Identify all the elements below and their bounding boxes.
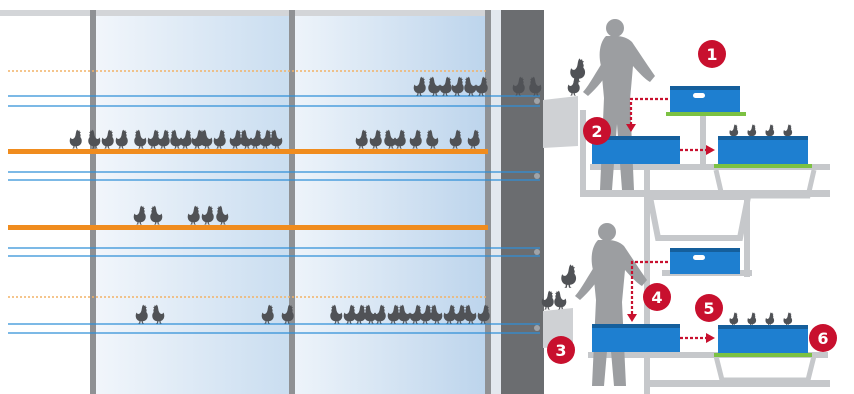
tray-2 [714, 164, 812, 168]
perch-orange-1 [8, 149, 488, 154]
bay-right [292, 10, 488, 394]
step-badge-4: 4 [643, 283, 671, 311]
step-number-2: 2 [591, 122, 602, 141]
upper-base-rail [580, 190, 830, 197]
step-badge-5: 5 [695, 294, 723, 322]
support-post-1 [90, 10, 96, 394]
lower-base-rail [648, 380, 830, 387]
ceiling-beam [0, 10, 500, 16]
support-post-3 [485, 10, 491, 394]
dashed-arrow-icons [629, 97, 706, 340]
lower-right-stand [713, 355, 817, 383]
hen-icon [783, 312, 793, 326]
arrow-down-lower [630, 260, 668, 314]
tray-3 [714, 353, 812, 357]
hen-icon [554, 290, 567, 310]
hen-icon [747, 312, 757, 326]
step-number-6: 6 [817, 329, 828, 348]
hen-icon [729, 124, 739, 138]
step-badge-2: 2 [583, 117, 611, 145]
hen-icon [729, 312, 739, 326]
tier-lines [8, 70, 540, 334]
arrow-down-upper [629, 97, 668, 124]
step-number-1: 1 [706, 45, 717, 64]
step-badge-6: 6 [809, 324, 837, 352]
bay-left [92, 10, 292, 394]
wall-gap [491, 10, 501, 394]
lower-table-rail [588, 352, 828, 358]
upper-table-rail [590, 164, 830, 170]
poultry-house [0, 10, 544, 394]
crate-lower-work [592, 324, 680, 352]
wall-roller-4 [534, 325, 540, 331]
wall-roller-1 [534, 98, 540, 104]
step-number-5: 5 [703, 299, 714, 318]
support-post-2 [289, 10, 295, 394]
arrow-heads [626, 124, 715, 343]
hen-icon [765, 312, 775, 326]
crate-lower-top [670, 248, 740, 274]
tray-1 [666, 112, 746, 116]
crate-lower-filled [714, 325, 812, 357]
step-badge-3: 3 [547, 336, 575, 364]
hen-icon [570, 58, 586, 82]
hen-icon [747, 124, 757, 138]
crate-upper-filled [714, 136, 812, 168]
right-post-upper [744, 197, 750, 277]
wall-roller-2 [534, 173, 540, 179]
handling-station [543, 19, 830, 394]
wall-roller-3 [534, 249, 540, 255]
step-number-3: 3 [555, 341, 566, 360]
hen-icon [783, 124, 793, 138]
upper-leg-left [580, 110, 586, 196]
lower-worker-icon [575, 223, 647, 386]
hen-icon [561, 264, 577, 288]
upper-trestle [646, 194, 752, 241]
perch-orange-2 [8, 225, 488, 230]
upper-bucket [543, 96, 578, 148]
step-number-4: 4 [651, 288, 662, 307]
hen-icon [765, 124, 775, 138]
house-wall [501, 10, 544, 394]
upper-right-stand [713, 169, 817, 199]
crate-upper-top [666, 86, 746, 116]
upper-shelf-post [700, 116, 706, 170]
step-badge-1: 1 [698, 40, 726, 68]
center-post [644, 164, 650, 394]
